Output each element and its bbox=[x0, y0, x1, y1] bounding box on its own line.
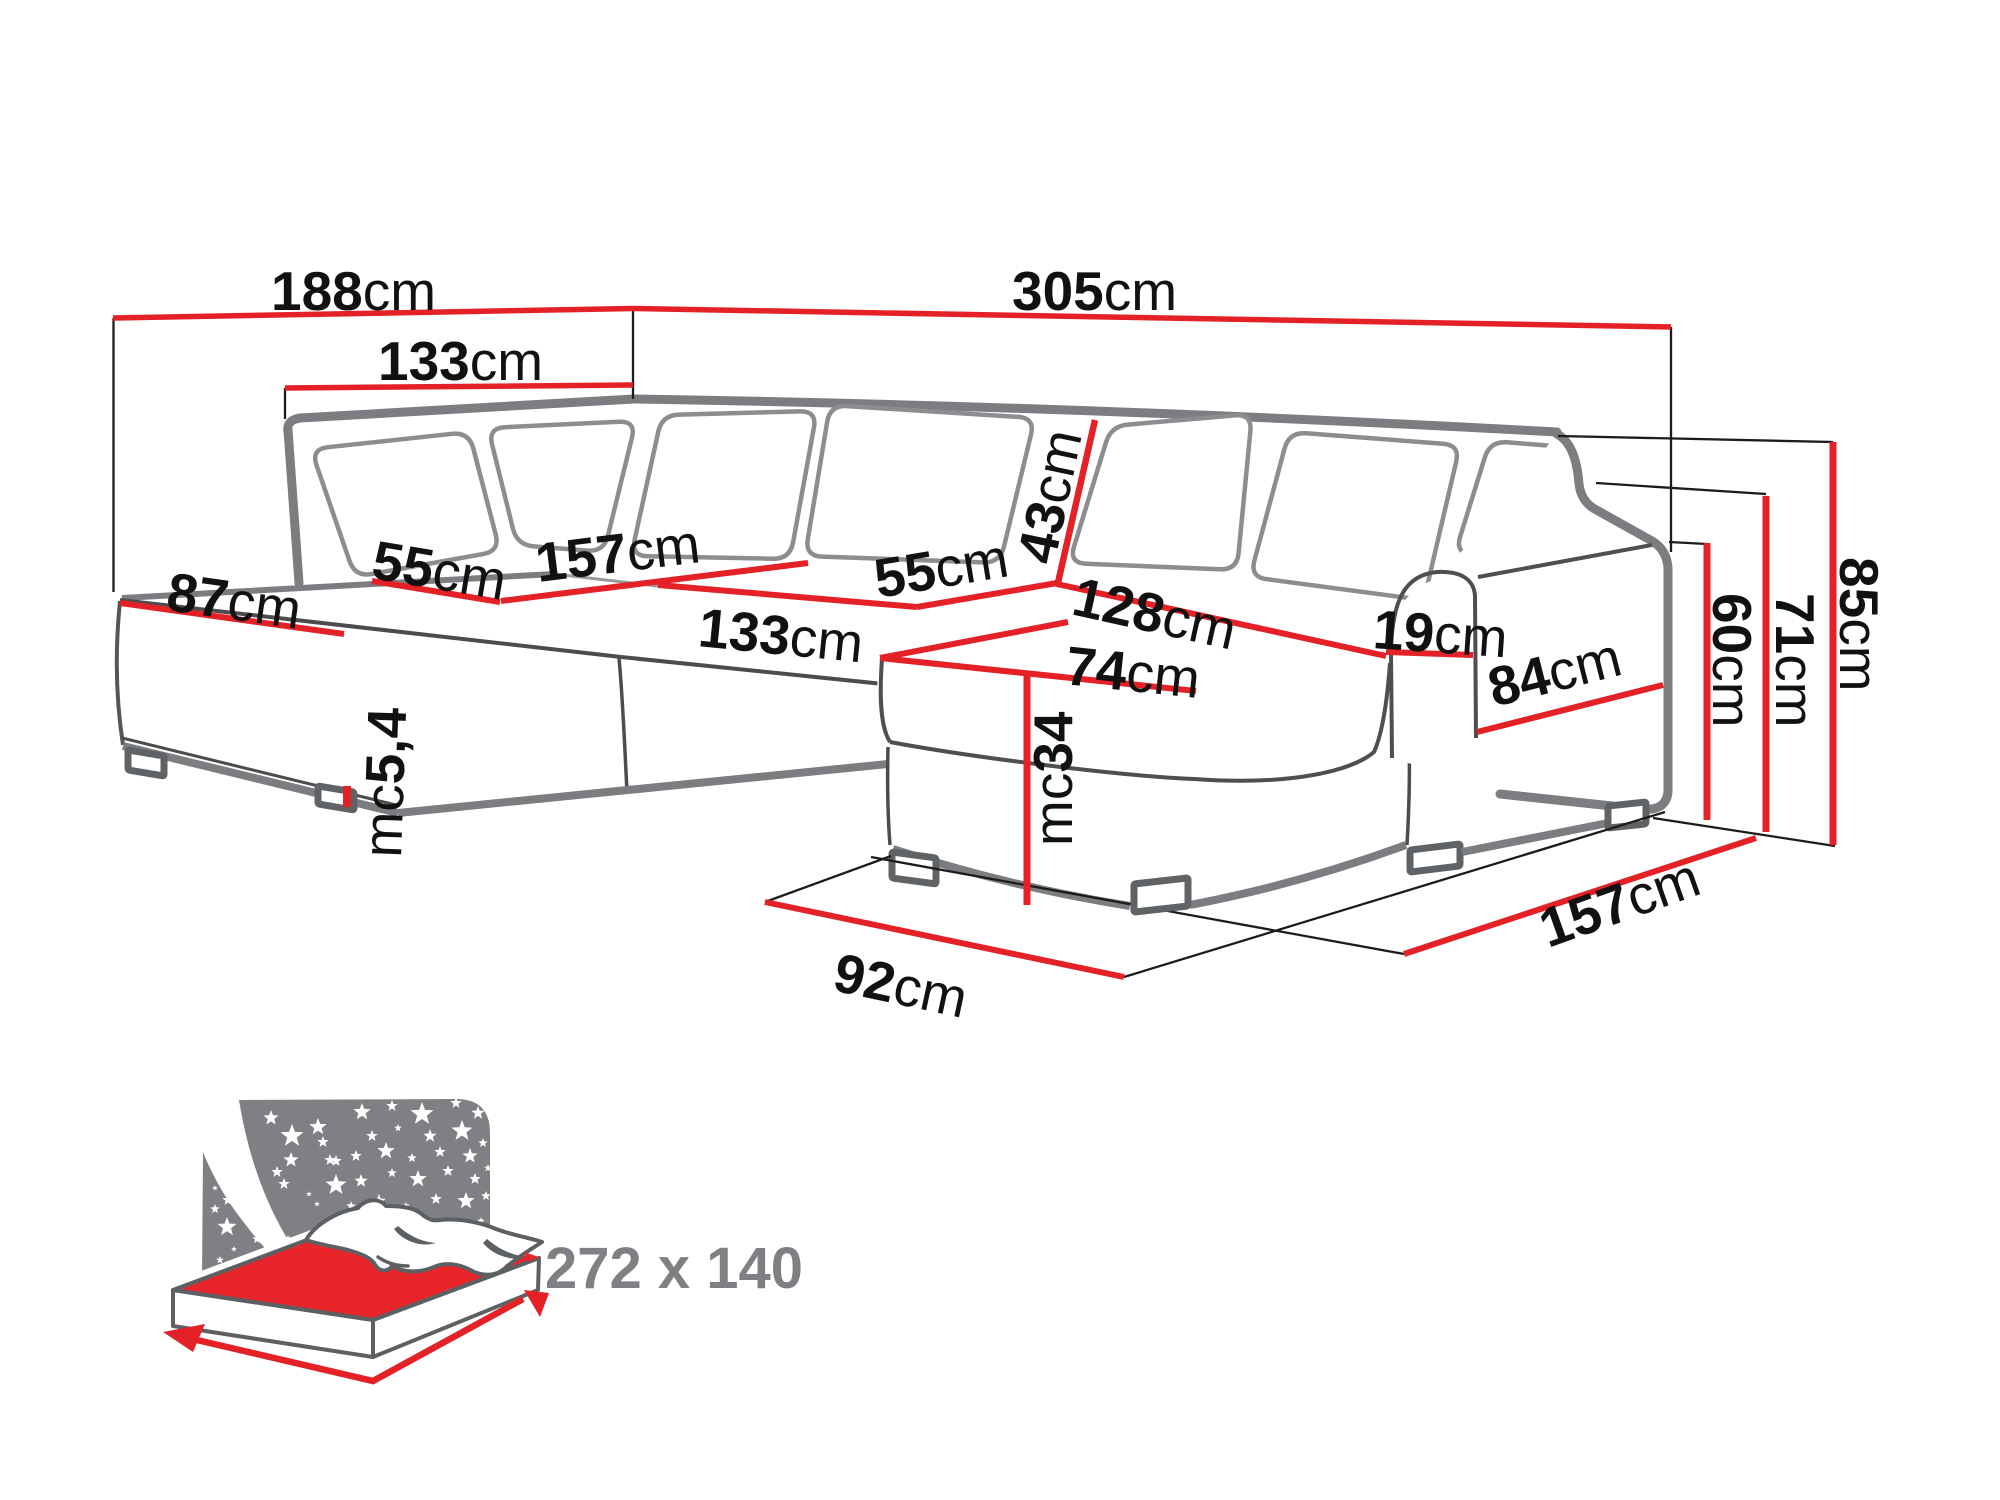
svg-text:19cm: 19cm bbox=[1371, 598, 1510, 669]
svg-text:55cm: 55cm bbox=[368, 529, 511, 612]
svg-text:74cm: 74cm bbox=[1063, 634, 1203, 710]
svg-text:60cm: 60cm bbox=[1701, 593, 1763, 728]
svg-text:mc34: mc34 bbox=[1022, 711, 1084, 846]
svg-text:157cm: 157cm bbox=[532, 512, 703, 594]
svg-text:272 x 140: 272 x 140 bbox=[545, 1236, 803, 1301]
svg-text:157cm: 157cm bbox=[1531, 846, 1707, 960]
svg-text:43cm: 43cm bbox=[1005, 424, 1094, 568]
svg-text:85cm: 85cm bbox=[1828, 557, 1890, 692]
svg-text:87cm: 87cm bbox=[163, 560, 305, 640]
svg-text:71cm: 71cm bbox=[1764, 593, 1826, 728]
svg-text:305cm: 305cm bbox=[1012, 260, 1177, 322]
svg-text:mc5,4: mc5,4 bbox=[351, 706, 418, 858]
svg-text:188cm: 188cm bbox=[271, 260, 436, 322]
svg-text:133cm: 133cm bbox=[696, 596, 866, 674]
svg-text:55cm: 55cm bbox=[870, 526, 1013, 609]
svg-text:92cm: 92cm bbox=[829, 941, 973, 1030]
svg-text:133cm: 133cm bbox=[378, 330, 543, 392]
